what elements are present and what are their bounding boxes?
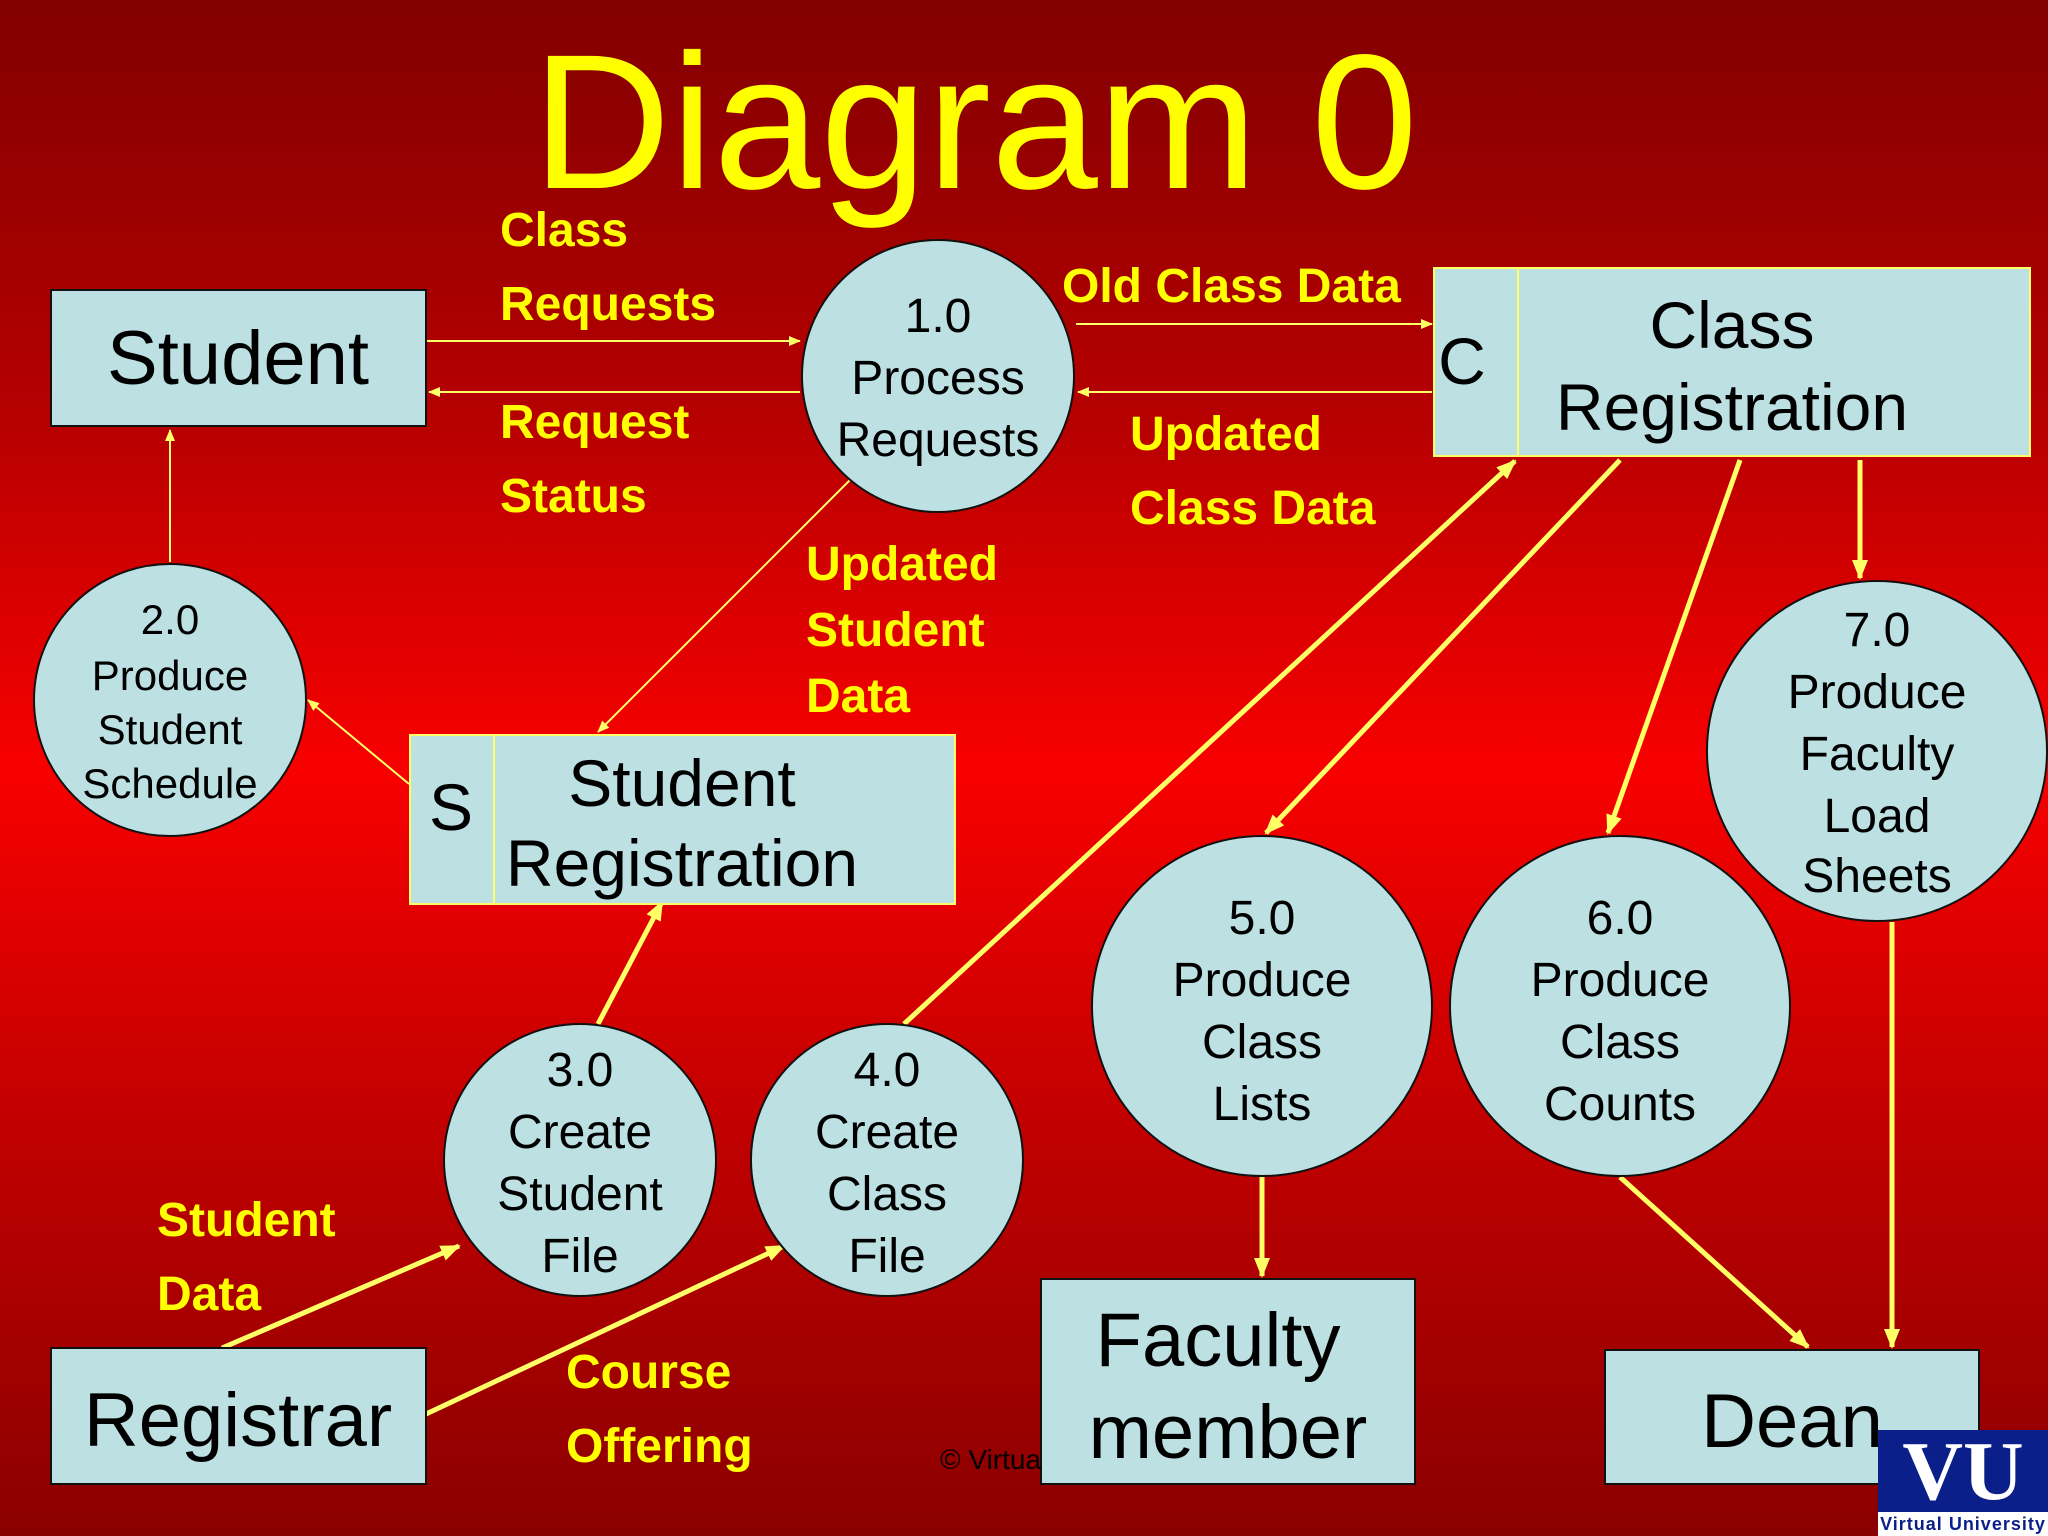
process-6-produce-class-counts: 6.0 Produce Class Counts (1449, 835, 1791, 1177)
virtual-university-logo: VU Virtual University (1878, 1430, 2048, 1536)
process-3-create-student-file: 3.0 Create Student File (443, 1023, 717, 1297)
label-class-requests: Class Requests (500, 194, 716, 342)
entity-faculty-member: Faculty member (1040, 1278, 1416, 1485)
process-5-line-3: Class (1202, 1016, 1322, 1069)
label-course-offering: Course Offering (566, 1336, 753, 1484)
process-1-line-2: Process (851, 352, 1024, 405)
label-request-status-line-2: Status (500, 470, 647, 523)
process-4-line-1: 4.0 (854, 1044, 921, 1097)
process-4-line-3: Class (827, 1168, 947, 1221)
store-student-registration-id: S (429, 770, 473, 844)
process-7-line-5: Sheets (1802, 850, 1951, 903)
flow-student-file-to-registration (595, 900, 665, 1026)
process-3-line-3: Student (497, 1168, 662, 1221)
diagram-title: Diagram 0 (532, 14, 1418, 229)
process-1-process-requests: 1.0 Process Requests (801, 239, 1075, 513)
flow-class-registration-to-lists (1264, 458, 1622, 835)
process-5-line-4: Lists (1213, 1078, 1312, 1131)
label-student-data: Student Data (157, 1184, 336, 1332)
label-updated-student-data-line-1: Updated (806, 538, 998, 591)
process-6-line-4: Counts (1544, 1078, 1696, 1131)
process-2-line-1: 2.0 (141, 596, 199, 643)
entity-registrar: Registrar (50, 1347, 427, 1485)
store-class-registration-id: C (1438, 324, 1486, 398)
store-class-registration: C Class Registration (1433, 267, 2031, 457)
process-4-create-class-file: 4.0 Create Class File (750, 1023, 1024, 1297)
process-5-produce-class-lists: 5.0 Produce Class Lists (1091, 835, 1433, 1177)
logo-mark: VU (1902, 1430, 2024, 1518)
footer-copyright: © Virtua (940, 1444, 1042, 1475)
store-student-registration-line-1: Student (568, 746, 796, 820)
label-updated-student-data-line-2: Student (806, 604, 985, 657)
label-request-status: Request Status (500, 386, 689, 534)
flow-class-registration-to-counts (1605, 459, 1743, 835)
entity-registrar-label: Registrar (84, 1378, 392, 1463)
process-6-line-2: Produce (1531, 954, 1710, 1007)
flow-registration-to-schedule (307, 699, 410, 785)
store-class-registration-line-2: Registration (1556, 370, 1908, 444)
label-course-offering-line-2: Offering (566, 1420, 753, 1473)
process-2-produce-student-schedule: 2.0 Produce Student Schedule (33, 563, 307, 837)
process-2-line-4: Schedule (82, 760, 257, 807)
process-3-line-2: Create (508, 1106, 652, 1159)
process-7-line-1: 7.0 (1844, 604, 1911, 657)
store-student-registration: S Student Registration (409, 734, 956, 905)
store-student-registration-line-2: Registration (506, 826, 858, 900)
flow-course-offering (424, 1243, 786, 1417)
flow-class-file-to-class-registration (902, 459, 1517, 1026)
label-updated-class-data-line-2: Class Data (1130, 482, 1376, 535)
store-class-registration-line-1: Class (1649, 288, 1814, 362)
process-1-line-3: Requests (837, 414, 1040, 467)
process-4-line-2: Create (815, 1106, 959, 1159)
entity-student-label: Student (107, 316, 369, 401)
process-5-line-1: 5.0 (1229, 892, 1296, 945)
process-3-line-1: 3.0 (547, 1044, 614, 1097)
label-updated-class-data-line-1: Updated (1130, 408, 1322, 461)
entity-faculty-line-2: member (1089, 1390, 1368, 1475)
logo-name: Virtual University (1878, 1512, 2048, 1536)
label-request-status-line-1: Request (500, 396, 690, 449)
label-class-requests-line-2: Requests (500, 278, 717, 331)
flow-counts-to-dean (1618, 1175, 1810, 1349)
process-7-line-2: Produce (1788, 666, 1967, 719)
label-student-data-line-1: Student (157, 1194, 336, 1247)
label-old-class-data: Old Class Data (1062, 260, 1401, 313)
label-class-requests-line-1: Class (500, 204, 629, 257)
label-updated-student-data: Updated Student Data (806, 532, 998, 730)
process-7-line-4: Load (1824, 790, 1931, 843)
process-5-line-2: Produce (1173, 954, 1352, 1007)
label-course-offering-line-1: Course (566, 1346, 732, 1399)
process-3-line-4: File (541, 1230, 618, 1283)
flow-student-data (221, 1243, 461, 1351)
process-6-line-3: Class (1560, 1016, 1680, 1069)
process-7-line-3: Faculty (1800, 728, 1955, 781)
label-student-data-line-2: Data (157, 1268, 262, 1321)
entity-student: Student (50, 289, 427, 427)
process-6-line-1: 6.0 (1587, 892, 1654, 945)
process-7-produce-faculty-load-sheets: 7.0 Produce Faculty Load Sheets (1706, 580, 2048, 922)
label-updated-class-data: Updated Class Data (1130, 398, 1375, 546)
process-2-line-3: Student (98, 706, 243, 753)
flow-updated-student-data (597, 479, 851, 733)
label-updated-student-data-line-3: Data (806, 670, 911, 723)
process-4-line-4: File (848, 1230, 925, 1283)
process-2-line-2: Produce (92, 652, 248, 699)
entity-faculty-line-1: Faculty (1096, 1298, 1341, 1383)
process-1-line-1: 1.0 (905, 290, 972, 343)
entity-dean-label: Dean (1701, 1379, 1883, 1464)
